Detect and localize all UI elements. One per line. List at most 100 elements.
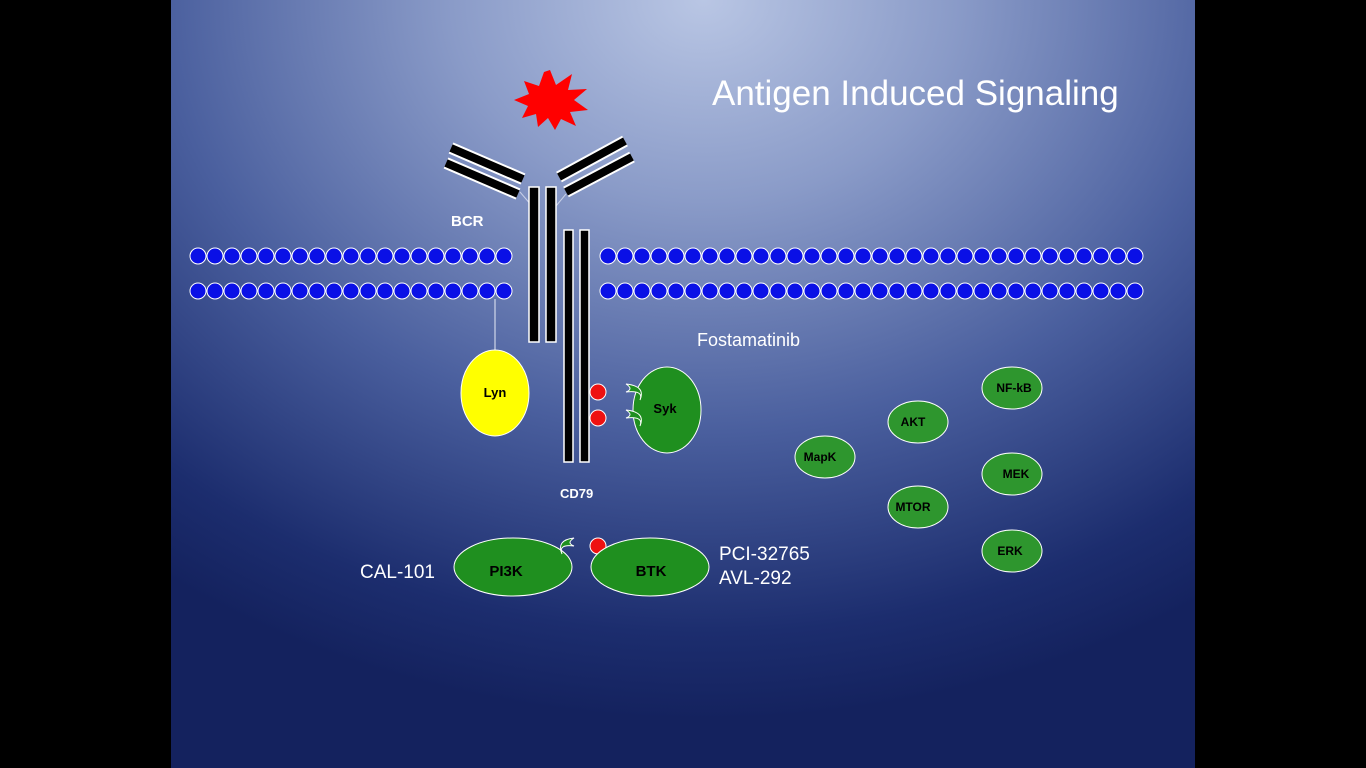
membrane-lipid-head bbox=[1109, 282, 1127, 300]
membrane-lipid-head bbox=[633, 282, 651, 300]
membrane-lipid-head bbox=[427, 282, 445, 300]
fostamatinib-label: Fostamatinib bbox=[697, 330, 801, 350]
membrane-lipid-head bbox=[752, 282, 770, 300]
membrane-lipid-head bbox=[701, 282, 719, 300]
membrane-lipid-head bbox=[308, 247, 326, 265]
membrane-lipid-head bbox=[616, 282, 634, 300]
membrane-lipid-head bbox=[667, 282, 685, 300]
membrane-lipid-head bbox=[444, 282, 462, 300]
membrane-lipid-head bbox=[461, 247, 479, 265]
membrane-lipid-head bbox=[786, 247, 804, 265]
membrane-lipid-head bbox=[1007, 247, 1025, 265]
membrane-lipid-head bbox=[274, 282, 292, 300]
membrane-lipid-head bbox=[206, 282, 224, 300]
membrane-lipid-head bbox=[427, 247, 445, 265]
membrane-lipid-head bbox=[667, 247, 685, 265]
membrane-lipid-head bbox=[189, 282, 207, 300]
membrane-lipid-head bbox=[650, 282, 668, 300]
syk-node bbox=[632, 366, 702, 454]
membrane-lipid-head bbox=[956, 282, 974, 300]
membrane-lipid-head bbox=[718, 282, 736, 300]
membrane-lipid-head bbox=[752, 247, 770, 265]
cd79-label: CD79 bbox=[560, 486, 594, 501]
membrane-lipid-head bbox=[973, 282, 991, 300]
membrane-lipid-head bbox=[308, 282, 326, 300]
nfkb-label: NF-kB bbox=[996, 381, 1032, 395]
membrane-lipid-head bbox=[376, 282, 394, 300]
akt-label: AKT bbox=[901, 415, 926, 429]
membrane-lipid-head bbox=[803, 247, 821, 265]
nfkb-node bbox=[981, 366, 1043, 410]
membrane-lipid-head bbox=[922, 247, 940, 265]
membrane-lipid-head bbox=[1092, 282, 1110, 300]
mapk-label: MapK bbox=[804, 450, 837, 464]
membrane-lipid-head bbox=[359, 282, 377, 300]
membrane-lipid-head bbox=[325, 282, 343, 300]
membrane-lipid-head bbox=[871, 282, 889, 300]
pi3k-label: PI3K bbox=[489, 563, 523, 580]
membrane-lipid-head bbox=[393, 247, 411, 265]
syk-label: Syk bbox=[653, 401, 677, 416]
slide-title: Antigen Induced Signaling bbox=[712, 74, 1119, 113]
membrane-lipid-head bbox=[650, 247, 668, 265]
membrane-lipid-head bbox=[599, 282, 617, 300]
membrane-lipid-head bbox=[189, 247, 207, 265]
membrane-lipid-head bbox=[1126, 282, 1144, 300]
antigen-starburst-icon bbox=[514, 70, 588, 130]
pi3k-sh2-domain bbox=[560, 537, 575, 555]
membrane-lipid-head bbox=[769, 282, 787, 300]
membrane-lipid-head bbox=[888, 247, 906, 265]
membrane-lipid-head bbox=[410, 247, 428, 265]
membrane-lipid-head bbox=[633, 247, 651, 265]
avl-label: AVL-292 bbox=[719, 568, 792, 589]
membrane-lipid-head bbox=[1075, 247, 1093, 265]
membrane-lipid-head bbox=[1041, 282, 1059, 300]
membrane-lipid-head bbox=[325, 247, 343, 265]
membrane-lipid-head bbox=[939, 282, 957, 300]
membrane-lipid-head bbox=[376, 247, 394, 265]
membrane-lipid-head bbox=[444, 247, 462, 265]
membrane-lipid-head bbox=[820, 282, 838, 300]
membrane-lipid-head bbox=[837, 282, 855, 300]
membrane-lipid-head bbox=[718, 247, 736, 265]
membrane-lipid-head bbox=[871, 247, 889, 265]
membrane-lipid-head bbox=[1075, 282, 1093, 300]
membrane-lipid-head bbox=[905, 247, 923, 265]
erk-label: ERK bbox=[997, 544, 1023, 558]
cal101-label: CAL-101 bbox=[360, 562, 435, 583]
membrane-lipid-head bbox=[803, 282, 821, 300]
membrane-lipid-head bbox=[1024, 247, 1042, 265]
syk-sh2-domain-2 bbox=[625, 409, 642, 427]
lyn-node bbox=[460, 349, 530, 437]
mtor-label: MTOR bbox=[895, 500, 930, 514]
membrane-lipid-head bbox=[990, 247, 1008, 265]
phospho-site-2 bbox=[589, 409, 607, 427]
membrane-lipid-head bbox=[1024, 282, 1042, 300]
membrane-lipid-head bbox=[1092, 247, 1110, 265]
membrane-lipid-head bbox=[274, 247, 292, 265]
membrane-lipid-head bbox=[1126, 247, 1144, 265]
membrane-lipid-head bbox=[735, 282, 753, 300]
membrane-lipid-head bbox=[990, 282, 1008, 300]
akt-node bbox=[887, 400, 949, 444]
btk-label: BTK bbox=[636, 563, 667, 580]
membrane-lipid-head bbox=[206, 247, 224, 265]
membrane-lipid-head bbox=[854, 247, 872, 265]
membrane-lipid-head bbox=[495, 282, 513, 300]
membrane-lipid-head bbox=[223, 282, 241, 300]
cell-membrane bbox=[189, 247, 1144, 300]
membrane-lipid-head bbox=[888, 282, 906, 300]
membrane-lipid-head bbox=[1041, 247, 1059, 265]
bcr-stems bbox=[528, 186, 557, 343]
bcr-label: BCR bbox=[451, 213, 484, 230]
membrane-lipid-head bbox=[291, 247, 309, 265]
membrane-lipid-head bbox=[1058, 282, 1076, 300]
membrane-lipid-head bbox=[769, 247, 787, 265]
pi3k-node bbox=[453, 537, 573, 597]
membrane-lipid-head bbox=[410, 282, 428, 300]
membrane-lipid-head bbox=[684, 247, 702, 265]
membrane-lipid-head bbox=[257, 282, 275, 300]
membrane-lipid-head bbox=[342, 247, 360, 265]
btk-node bbox=[590, 537, 710, 597]
